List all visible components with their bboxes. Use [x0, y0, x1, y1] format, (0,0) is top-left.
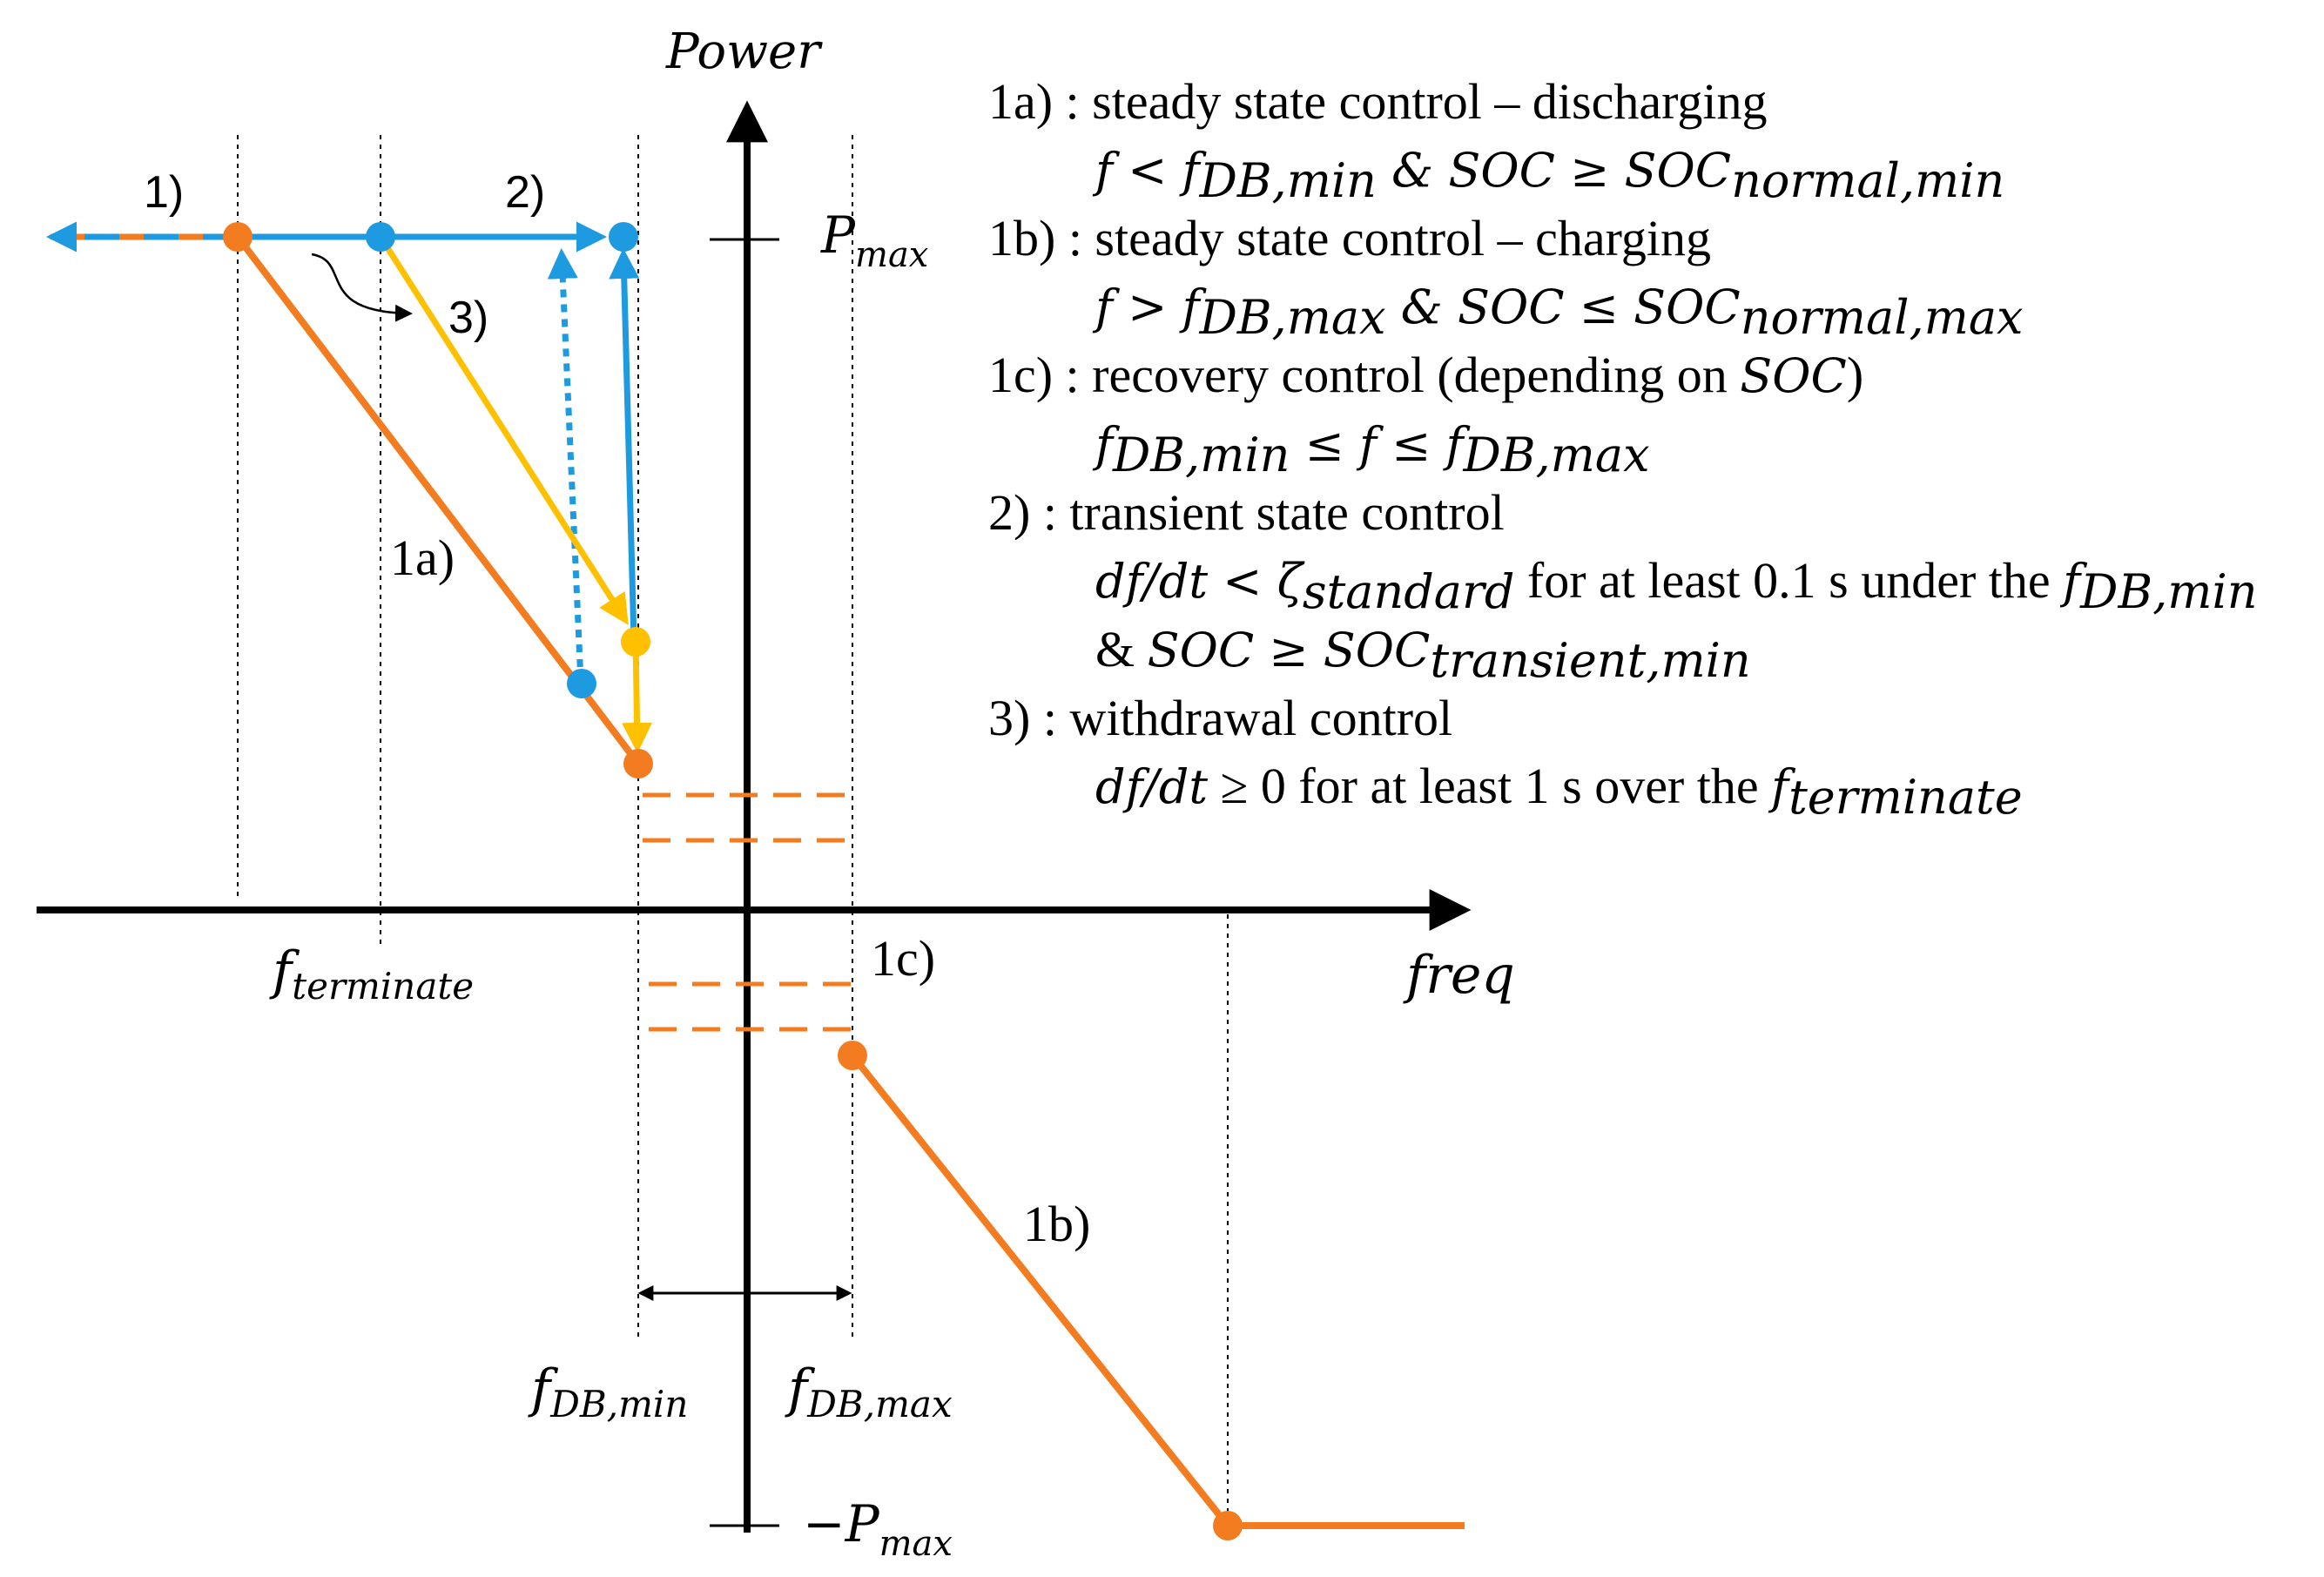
f-db-max-label: fDB,max — [785, 1358, 953, 1425]
legend-2-condition-2: & SOC ≥ SOCtransient,min — [1095, 621, 1751, 688]
legend-1a-head: 1a) : steady state control – discharging — [988, 73, 1768, 130]
f-db-min-label: fDB,min — [528, 1358, 688, 1425]
legend-2-head: 2) : transient state control — [988, 484, 1505, 541]
yellow-line-withdrawal — [378, 235, 629, 625]
legend-1c-condition: fDB,min ≤ f ≤ fDB,max — [1095, 417, 1650, 482]
label-1: 1) — [144, 167, 184, 218]
orange-dot-f-db-min — [623, 749, 653, 778]
orange-dot-bottom-right — [1213, 1511, 1243, 1540]
legend-1b-head: 1b) : steady state control – charging — [988, 210, 1712, 266]
orange-dot-f-db-max — [838, 1041, 867, 1070]
neg-pmax-label: −Pmax — [803, 1494, 953, 1564]
yellow-dot — [621, 627, 650, 657]
curved-arrow-3 — [311, 253, 413, 322]
label-1c: 1c) — [871, 930, 935, 987]
label-1a: 1a) — [390, 529, 455, 586]
legend: 1a) : steady state control – discharging… — [988, 68, 2321, 821]
blue-vertical-dotted — [547, 248, 584, 683]
yellow-line-down — [622, 641, 653, 753]
legend-1a-condition: f < fDB,min & SOC ≥ SOCnormal,min — [1095, 143, 2005, 208]
legend-3-head: 3) : withdrawal control — [988, 690, 1453, 746]
label-3: 3) — [448, 293, 488, 343]
orange-line-1b — [849, 1053, 1231, 1528]
blue-dot-f-terminate — [366, 222, 395, 252]
pmax-label: Pmax — [820, 206, 928, 275]
blue-dot-lower — [567, 669, 596, 698]
blue-vertical-solid — [609, 248, 640, 641]
dead-band-lines — [643, 792, 858, 1032]
blue-dot-top-right — [609, 222, 638, 252]
orange-dot-top-left — [223, 222, 253, 252]
x-axis-label: freq — [1403, 945, 1515, 1006]
label-2: 2) — [505, 167, 545, 218]
f-terminate-label: fterminate — [269, 940, 474, 1008]
legend-2-condition: df/dt < ζstandard for at least 0.1 s und… — [1095, 552, 2258, 619]
legend-1b-condition: f > fDB,max & SOC ≤ SOCnormal,max — [1095, 280, 2024, 345]
guide-lines — [237, 135, 1229, 1524]
y-axis-label: Power — [665, 24, 823, 80]
legend-1c-head: 1c) : recovery control (depending on SOC… — [988, 347, 1864, 403]
legend-3-condition: df/dt ≥ 0 for at least 1 s over the fter… — [1095, 758, 2023, 825]
label-1b: 1b) — [1023, 1196, 1090, 1252]
